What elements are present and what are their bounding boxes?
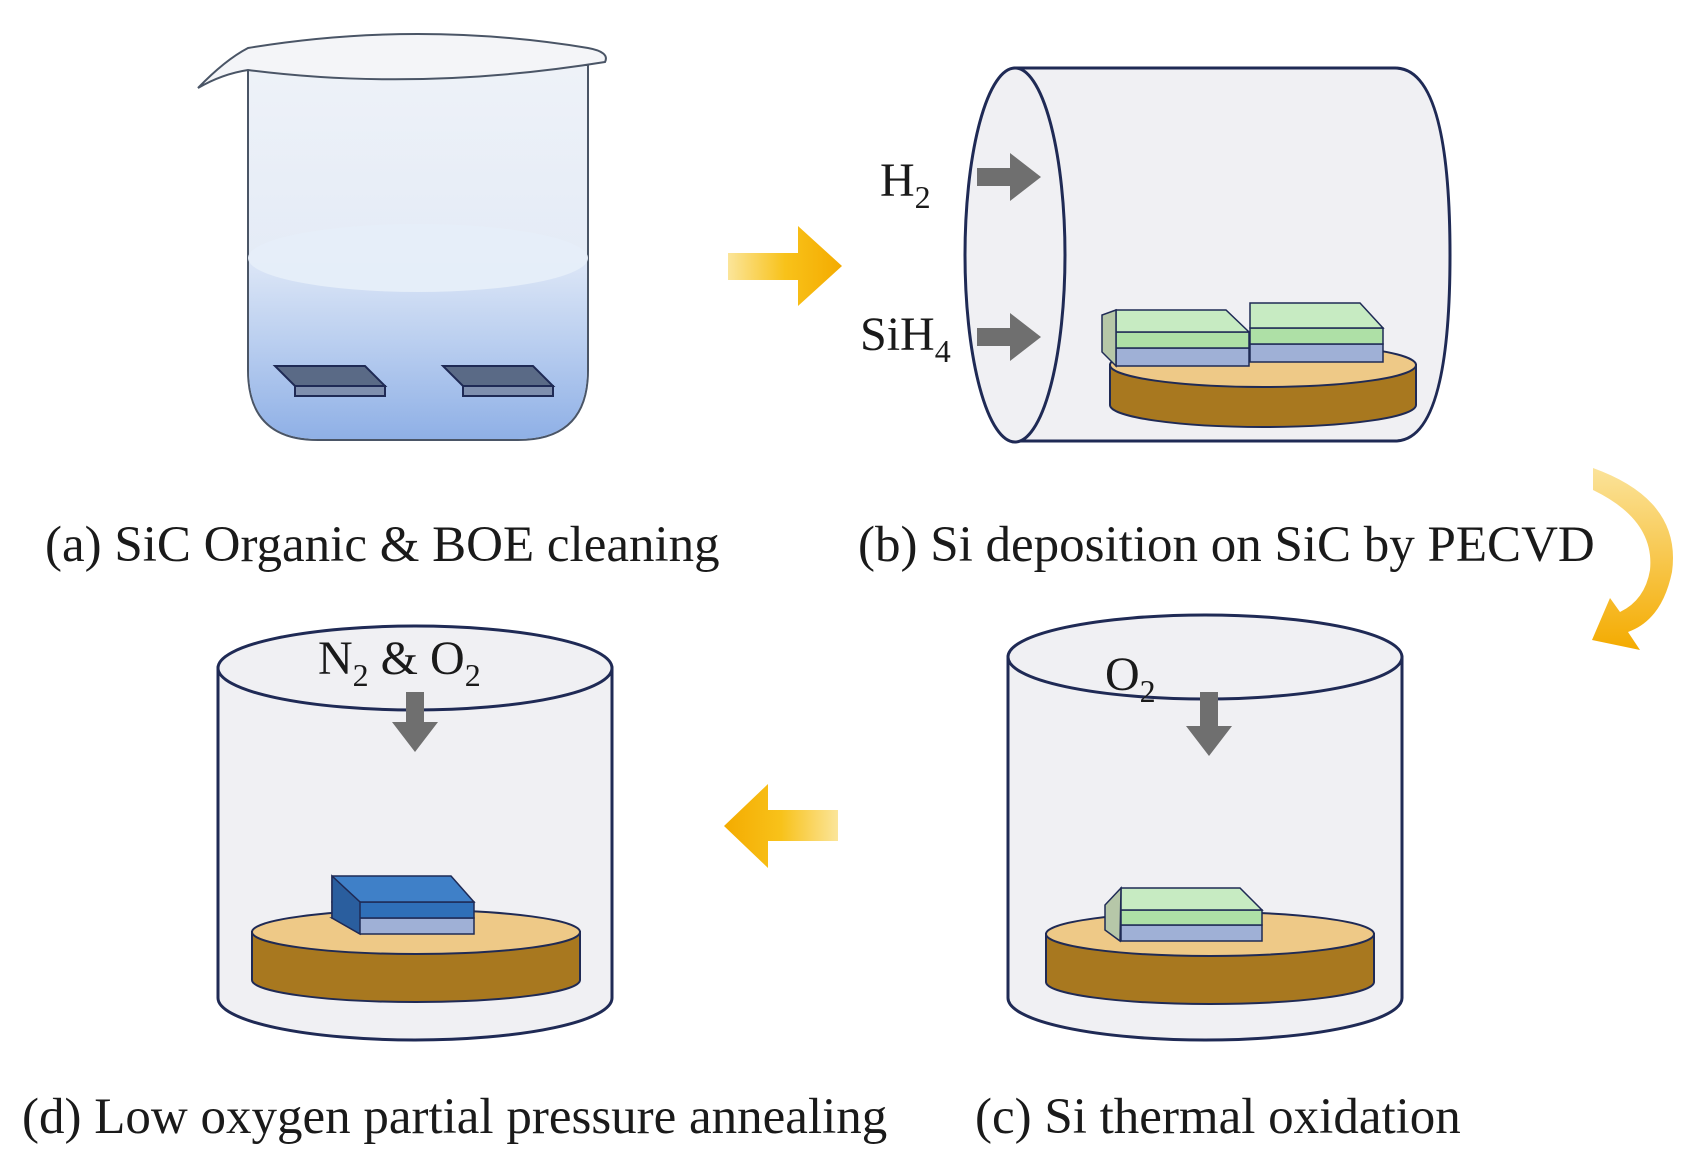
sih4-sub: 4 — [935, 333, 951, 369]
oxidized-sample — [1104, 886, 1264, 943]
gas-label-o2: O2 — [1105, 648, 1156, 709]
o2-base: O — [1105, 648, 1140, 701]
caption-c: (c) Si thermal oxidation — [975, 1089, 1461, 1145]
cylindrical-furnace-icon — [216, 624, 614, 1042]
o2-base: O — [430, 632, 465, 685]
n2-sub: 2 — [353, 657, 369, 693]
h2-sub: 2 — [915, 179, 931, 215]
si-on-sic-sample — [1249, 302, 1385, 363]
gas-label-sih4: SiH4 — [860, 308, 951, 369]
sih4-base: SiH — [860, 308, 935, 361]
gray-gas-arrow — [977, 153, 1041, 201]
caption-a: (a) SiC Organic & BOE cleaning — [45, 517, 720, 573]
n2-base: N — [318, 632, 353, 685]
si-on-sic-sample — [1101, 308, 1251, 368]
h2-base: H — [880, 154, 915, 207]
caption-b: (b) Si deposition on SiC by PECVD — [858, 517, 1595, 573]
orange-process-arrow — [728, 226, 842, 306]
ampersand: & — [369, 632, 430, 685]
caption-d: (d) Low oxygen partial pressure annealin… — [22, 1089, 888, 1145]
o2-sub: 2 — [1140, 673, 1156, 709]
sic-wafer — [272, 365, 388, 397]
tube-furnace-icon — [963, 66, 1452, 444]
beaker-icon — [197, 33, 607, 441]
gray-gas-arrow — [1186, 692, 1232, 756]
gas-label-h2: H2 — [880, 154, 931, 215]
orange-process-arrow — [724, 784, 838, 868]
cylindrical-furnace-icon — [1006, 613, 1404, 1042]
gray-gas-arrow — [392, 692, 438, 752]
orange-process-arrow — [1592, 468, 1674, 650]
o2-sub: 2 — [465, 657, 481, 693]
annealed-sample — [329, 874, 476, 936]
gas-label-n2-o2: N2 & O2 — [318, 632, 481, 693]
gray-gas-arrow — [977, 313, 1041, 361]
sic-wafer — [440, 365, 556, 397]
